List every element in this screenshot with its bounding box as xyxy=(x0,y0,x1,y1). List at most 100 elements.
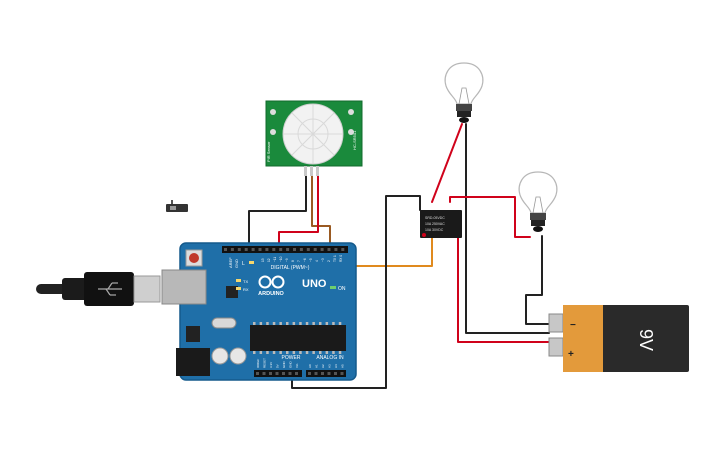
header-hole[interactable] xyxy=(334,372,337,375)
header-hole[interactable] xyxy=(308,372,311,375)
header-hole[interactable] xyxy=(320,248,324,251)
usb-cable[interactable] xyxy=(36,272,161,306)
header-hole[interactable] xyxy=(340,372,344,375)
label-gnd: GND xyxy=(234,259,239,268)
battery-minus-label: − xyxy=(570,320,576,331)
digital-pin-label: 4 xyxy=(315,260,319,262)
digital-header[interactable] xyxy=(222,246,348,253)
mcu-pin xyxy=(279,351,282,354)
header-hole[interactable] xyxy=(306,248,310,251)
label-rx: RX xyxy=(243,287,249,292)
digital-header-title: DIGITAL (PWM~) xyxy=(271,265,310,271)
analog-header[interactable] xyxy=(306,370,346,377)
battery-9v[interactable]: − + 9V xyxy=(548,305,689,372)
mcu-pin xyxy=(272,322,276,325)
wire-bulb2-battery[interactable] xyxy=(525,235,550,325)
wire-pir-gnd[interactable] xyxy=(248,174,307,249)
mcu-pin xyxy=(305,322,309,325)
header-hole[interactable] xyxy=(321,372,324,375)
pir-label-side: PIR Sensor xyxy=(266,141,271,162)
mcu-pin xyxy=(279,322,282,325)
header-hole[interactable] xyxy=(327,248,331,251)
header-hole[interactable] xyxy=(256,372,259,375)
label-tx: TX xyxy=(243,279,248,284)
header-hole[interactable] xyxy=(265,248,269,251)
label-aref: AREF xyxy=(228,257,233,268)
header-hole[interactable] xyxy=(282,372,285,375)
relay-line2: 10A 250VAC xyxy=(425,222,445,226)
header-hole[interactable] xyxy=(272,248,276,251)
header-hole[interactable] xyxy=(341,248,345,251)
mcu-pin xyxy=(266,351,269,354)
capacitor-2 xyxy=(229,347,247,365)
usb-chip xyxy=(226,286,238,298)
header-hole[interactable] xyxy=(293,248,296,251)
pir-pot-1[interactable] xyxy=(270,109,276,115)
wire-relay-gnd[interactable] xyxy=(291,195,421,389)
header-hole[interactable] xyxy=(286,248,290,251)
power-pin-label: RESET xyxy=(263,358,267,368)
header-hole[interactable] xyxy=(299,248,303,251)
relay[interactable]: SRD-05VDC 10A 250VAC 10A 30VDC xyxy=(420,210,462,238)
header-hole[interactable] xyxy=(244,248,248,251)
digital-pin-label: 2 xyxy=(327,260,331,262)
pir-pot-4[interactable] xyxy=(348,129,354,135)
arduino-model: UNO xyxy=(302,278,327,290)
battery-terminal-minus[interactable] xyxy=(548,313,564,333)
power-pin-label: 5V xyxy=(276,364,280,368)
wire-relay-battery-plus[interactable] xyxy=(457,235,550,343)
mcu-pin xyxy=(292,322,296,325)
mcu-pin xyxy=(305,351,309,354)
header-hole[interactable] xyxy=(258,248,262,251)
pir-pot-3[interactable] xyxy=(348,109,354,115)
atmega-chip xyxy=(250,325,346,351)
mcu-pins xyxy=(253,322,342,354)
header-hole[interactable] xyxy=(288,372,292,375)
header-hole[interactable] xyxy=(327,372,331,375)
header-hole[interactable] xyxy=(269,372,272,375)
light-bulb-1[interactable] xyxy=(444,62,484,123)
power-pin-label: GND xyxy=(282,361,286,369)
mcu-pin xyxy=(299,351,302,354)
header-hole[interactable] xyxy=(334,248,338,251)
header-hole[interactable] xyxy=(251,248,255,251)
pir-sensor[interactable]: HC-SR501 PIR Sensor xyxy=(265,100,363,176)
digital-pin-label: 13 xyxy=(261,258,265,262)
header-hole[interactable] xyxy=(275,372,279,375)
header-hole[interactable] xyxy=(230,248,234,251)
wire-relay-bulb2[interactable] xyxy=(449,196,531,238)
light-bulb-2[interactable] xyxy=(518,171,558,232)
battery-terminal-plus[interactable] xyxy=(548,337,564,357)
pir-pot-2[interactable] xyxy=(270,129,276,135)
wire-bulb1-battery[interactable] xyxy=(465,123,550,334)
mcu-pin xyxy=(332,351,335,354)
reset-button[interactable] xyxy=(185,249,203,267)
mcu-pin xyxy=(299,322,302,325)
header-hole[interactable] xyxy=(224,248,227,251)
digital-pin-label: ~5 xyxy=(309,258,313,262)
header-hole[interactable] xyxy=(295,372,298,375)
bulb-1-filament-icon xyxy=(458,87,470,105)
header-hole[interactable] xyxy=(313,248,317,251)
analog-pin-label: A5 xyxy=(341,364,345,368)
analog-pin-label: A4 xyxy=(334,364,338,368)
wire-relay-bulb1[interactable] xyxy=(431,123,463,203)
relay-line3: 10A 30VDC xyxy=(425,228,444,232)
label-l: L xyxy=(242,261,245,267)
wire-pir-out[interactable] xyxy=(311,174,331,249)
header-hole[interactable] xyxy=(314,372,318,375)
battery-label: 9V xyxy=(636,329,656,351)
analog-pin-label: A2 xyxy=(321,364,325,368)
mcu-pin xyxy=(272,351,276,354)
relay-indicator xyxy=(422,233,426,237)
header-hole[interactable] xyxy=(262,372,266,375)
battery-plus-label: + xyxy=(568,349,574,360)
slide-switch[interactable] xyxy=(166,200,188,212)
header-hole[interactable] xyxy=(279,248,283,251)
digital-pin-label: ~9 xyxy=(285,258,289,262)
header-hole[interactable] xyxy=(237,248,241,251)
